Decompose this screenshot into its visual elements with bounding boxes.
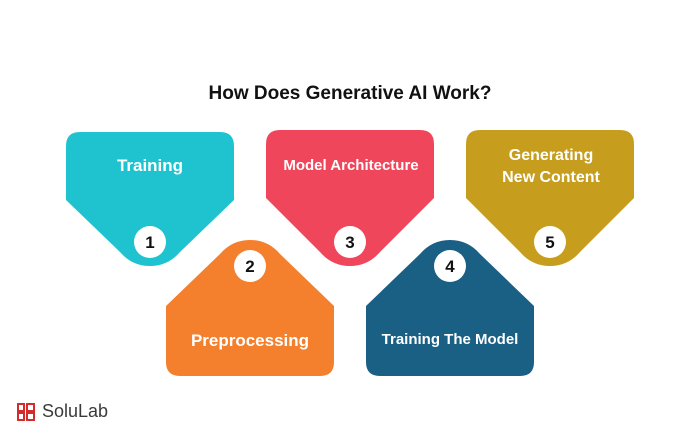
step-2-label: Preprocessing <box>191 331 309 350</box>
step-4-number: 4 <box>445 257 455 276</box>
brand-logo: SoluLab <box>16 401 108 422</box>
step-1-number-badge <box>134 226 166 258</box>
step-1-shape <box>66 132 234 266</box>
step-3-shape <box>266 130 434 266</box>
step-1-label: Training <box>117 156 183 175</box>
step-1-number: 1 <box>145 233 154 252</box>
step-3-label: Model Architecture <box>283 157 418 174</box>
step-2-number-badge <box>234 250 266 282</box>
solulab-logo-icon <box>17 402 35 421</box>
step-4: 4 Training The Model <box>366 240 534 376</box>
step-5-number: 5 <box>545 233 554 252</box>
step-5-shape <box>466 130 634 266</box>
step-3-number-badge <box>334 226 366 258</box>
step-4-label: Training The Model <box>382 331 519 348</box>
step-4-number-badge <box>434 250 466 282</box>
step-5-label-line-1: Generating <box>509 147 593 164</box>
brand-name: SoluLab <box>42 401 109 421</box>
step-2: 2 Preprocessing <box>166 240 334 376</box>
step-5-number-badge <box>534 226 566 258</box>
step-5: 5 Generating New Content <box>466 130 634 266</box>
step-4-shape <box>366 240 534 376</box>
step-3-number: 3 <box>345 233 354 252</box>
step-1: 1 Training <box>66 132 234 266</box>
step-5-label-line-2: New Content <box>502 169 600 186</box>
step-2-shape <box>166 240 334 376</box>
step-3: 3 Model Architecture <box>266 130 434 266</box>
step-2-number: 2 <box>245 257 254 276</box>
page-title: How Does Generative AI Work? <box>208 83 492 104</box>
